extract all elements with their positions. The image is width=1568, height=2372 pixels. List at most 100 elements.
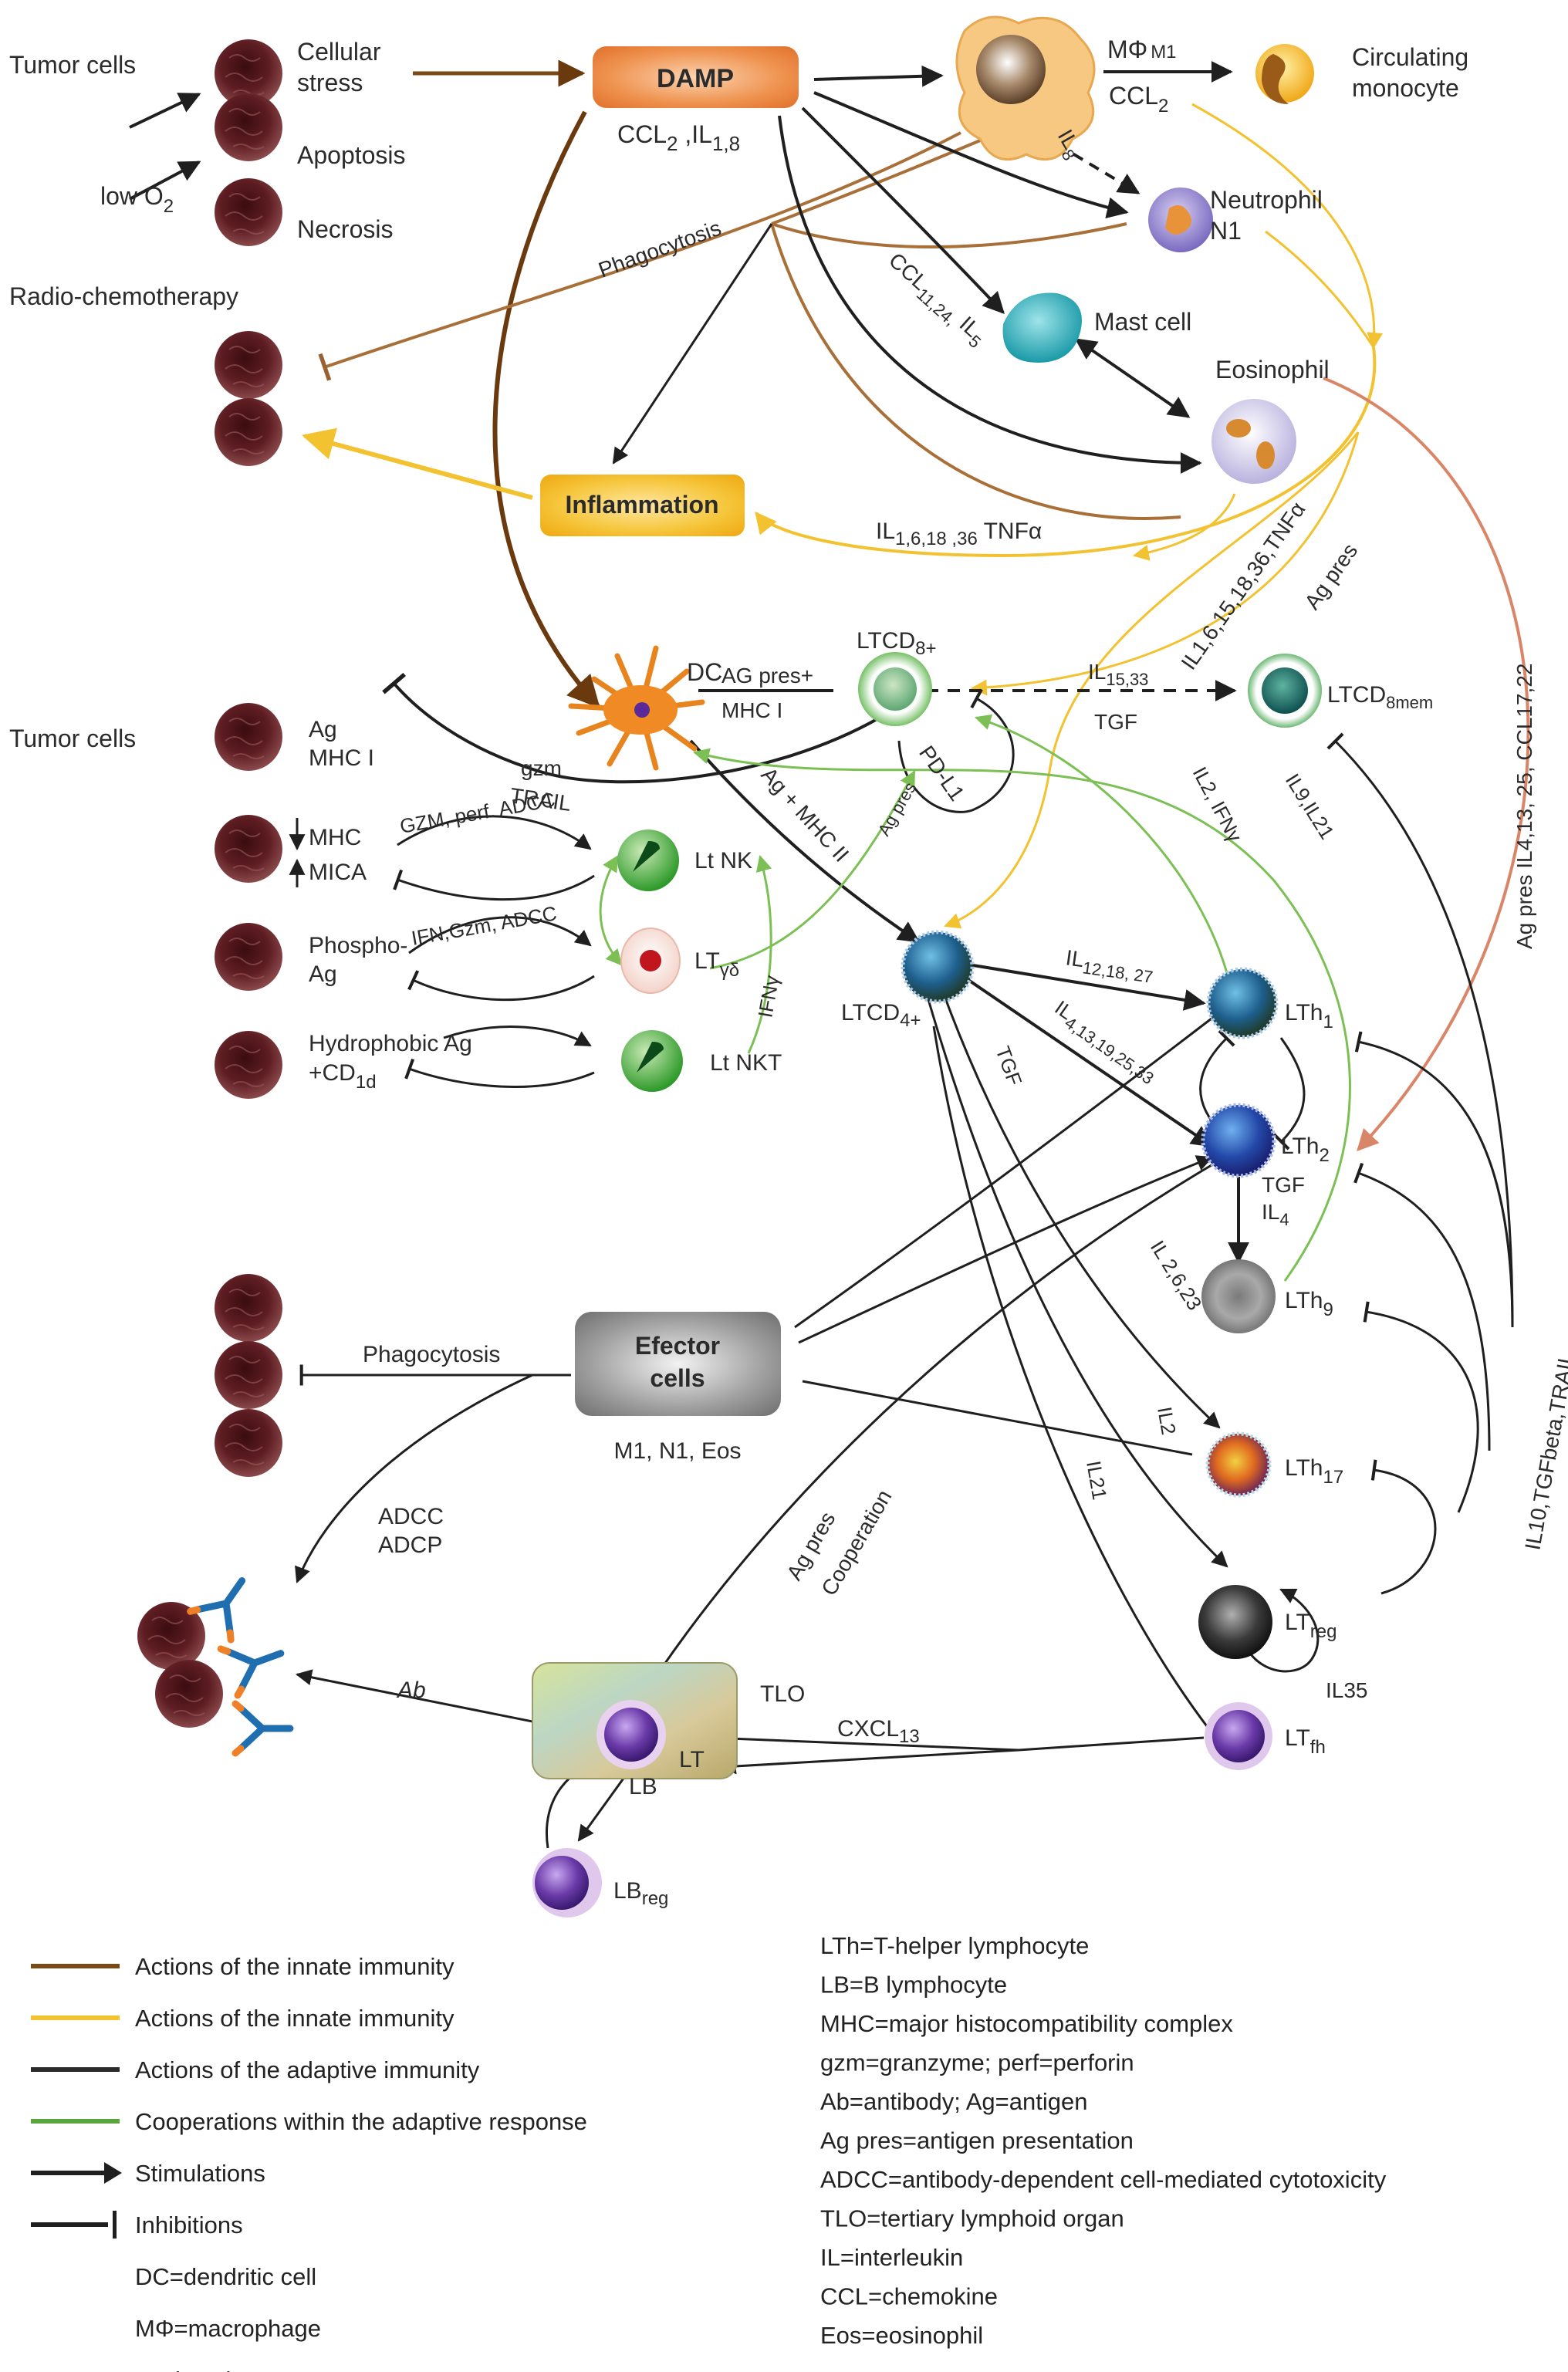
radio-chemotherapy-label: Radio-chemotherapy <box>9 282 238 310</box>
tumor-cell-icon <box>214 93 283 162</box>
inflammation-box <box>540 475 745 536</box>
edges <box>129 59 1530 1849</box>
abbreviation: MHC=major histocompatibility complex <box>820 2010 1233 2037</box>
circulating-monocyte-icon <box>1255 44 1314 104</box>
cd8-memory-cell-icon <box>1248 654 1322 728</box>
abbreviation: ADCC=antibody-dependent cell-mediated cy… <box>820 2166 1387 2193</box>
edge-treg-inhibits-th2 <box>1353 1162 1491 1451</box>
tumor-cell-icon <box>214 1030 283 1100</box>
tumor-cell-icon <box>214 397 283 467</box>
abbreviation: IL=interleukin <box>820 2244 963 2271</box>
edge-cd4-to-treg <box>924 991 1228 1568</box>
ag-pres-small-label: Ag pres <box>874 779 921 839</box>
low-o2-label: low O2 <box>100 182 174 217</box>
legend-item: Actions of the adaptive immunity <box>31 2056 480 2083</box>
th9-cell-icon <box>1201 1259 1276 1333</box>
adcp-label: ADCP <box>378 1532 442 1558</box>
legend-label: Actions of the innate immunity <box>135 2005 455 2032</box>
lth17-label: LTh17 <box>1285 1455 1343 1488</box>
tgf-cd8-label: TGF <box>1094 710 1137 734</box>
edge-treg-inhibits-th17 <box>1370 1459 1437 1595</box>
yellow-cytokines-label: IL1,6,15,18,36,TNFα <box>1177 498 1310 674</box>
mica-label: MICA <box>309 860 367 885</box>
lt-label: LT <box>679 1747 705 1772</box>
edge-effector-to-th2 <box>798 1155 1213 1344</box>
adcc-label: ADCC <box>378 1504 444 1529</box>
lth1-label: LTh1 <box>1285 1000 1333 1032</box>
ltcd4-label: LTCD4+ <box>841 1000 921 1031</box>
edge-neut-yellow <box>1265 230 1375 348</box>
edge-cd4-to-th2 <box>967 978 1214 1147</box>
lth9-label: LTh9 <box>1285 1288 1333 1320</box>
edge-damp-to-eosinophil <box>778 115 1202 474</box>
tumor-cell-icon <box>214 922 283 992</box>
th1-cell-icon <box>1206 967 1279 1039</box>
edge-cd4-to-tfh <box>932 1026 1213 1733</box>
eosinophil-label: Eosinophil <box>1215 356 1330 384</box>
edge-nk-gd-coop <box>599 855 623 966</box>
il-2-6-23-label: IL 2,6,23 <box>1146 1236 1207 1314</box>
ccl-il5-label: CCL11,24, IL5 <box>880 248 992 352</box>
edge-damp-to-neutrophil <box>813 91 1129 219</box>
abbreviation: LT=lymphocyte <box>135 2367 296 2372</box>
il4-th2-label: IL4 <box>1262 1200 1289 1229</box>
il-15-33-label: IL15,33 <box>1088 660 1148 689</box>
macrophage-icon <box>955 15 1096 161</box>
edge-gd-kills <box>407 970 595 1002</box>
eosinophil-icon <box>1211 399 1296 484</box>
abbreviation: gzm=granzyme; perf=perforin <box>820 2049 1134 2076</box>
neutrophil-icon <box>1148 188 1213 252</box>
effector-cells-box <box>575 1312 781 1416</box>
dc-label: DC <box>687 658 722 686</box>
salmon-label: Ag pres IL4,13, 25, CCL17,22 <box>1512 664 1536 949</box>
effector-sub-label: M1, N1, Eos <box>613 1438 741 1464</box>
edge-damp-to-mast <box>801 106 1005 315</box>
abbreviation: Eos=eosinophil <box>820 2322 983 2349</box>
edge-th9-to-dc <box>692 748 1351 1282</box>
tfh-cell-icon <box>1205 1702 1272 1770</box>
legend-item: Actions of the innate immunity <box>31 2005 455 2032</box>
edge-cd4-to-th17 <box>940 987 1221 1429</box>
ltreg-label: LTreg <box>1285 1610 1337 1642</box>
il2-label: IL2 <box>1153 1405 1181 1437</box>
damp-box <box>593 46 799 108</box>
dendritic-cell-icon <box>568 645 705 771</box>
legend-item: Actions of the innate immunity <box>31 1953 455 1980</box>
tumor-cell-icon <box>214 702 283 772</box>
neutrophil-label-1: Neutrophil <box>1210 186 1323 214</box>
tgf-cd4-label: TGF <box>991 1043 1026 1089</box>
edge-damp-to-macrophage <box>813 65 944 87</box>
legend-item: Stimulations <box>31 2160 265 2187</box>
edge-low-o2-2 <box>129 160 201 201</box>
edge-tfh-lt <box>719 1749 1019 1775</box>
edge-yellow-to-cd4 <box>944 431 1360 929</box>
cellular-stress-label-2: stress <box>297 69 363 96</box>
mhc-i-label: MHC I <box>309 745 374 771</box>
edge-effector-to-th1 <box>794 1017 1212 1329</box>
edge-cd8-kills-tumor <box>382 672 880 784</box>
tumor-cells-label: Tumor cells <box>9 51 136 79</box>
cd8-t-cell-icon <box>858 652 932 726</box>
tgf-th2-label: TGF <box>1262 1173 1305 1197</box>
th2-cell-icon <box>1201 1103 1276 1178</box>
mhc-i-pres-label: MHC I <box>721 698 782 722</box>
phospho-ag-label-2: Ag <box>309 961 337 987</box>
arrowhead-icon <box>104 2162 122 2184</box>
damp-cytokines: CCL2 ,IL1,8 <box>617 120 740 155</box>
edge-effector-adcc <box>295 1374 533 1583</box>
abbreviation: TLO=tertiary lymphoid organ <box>820 2205 1124 2232</box>
cellular-stress-label-1: Cellular <box>297 38 381 66</box>
edge-th2-coop-lb <box>651 1164 1212 1684</box>
th17-cell-icon <box>1205 1431 1272 1498</box>
lbreg-label: LBreg <box>613 1878 668 1909</box>
abbreviation: Ag pres=antigen presentation <box>820 2127 1134 2154</box>
edge-yellow-to-cd8 <box>970 431 1360 696</box>
tumor-cell-icon <box>214 1340 283 1410</box>
tumor-cell-icon <box>214 1408 283 1478</box>
effector-label-1: Efector <box>635 1332 720 1360</box>
ltfh-label: LTfh <box>1285 1725 1326 1758</box>
ccl2-label: CCL2 <box>1109 82 1168 117</box>
edge-neutrophil-phago <box>771 222 1127 248</box>
